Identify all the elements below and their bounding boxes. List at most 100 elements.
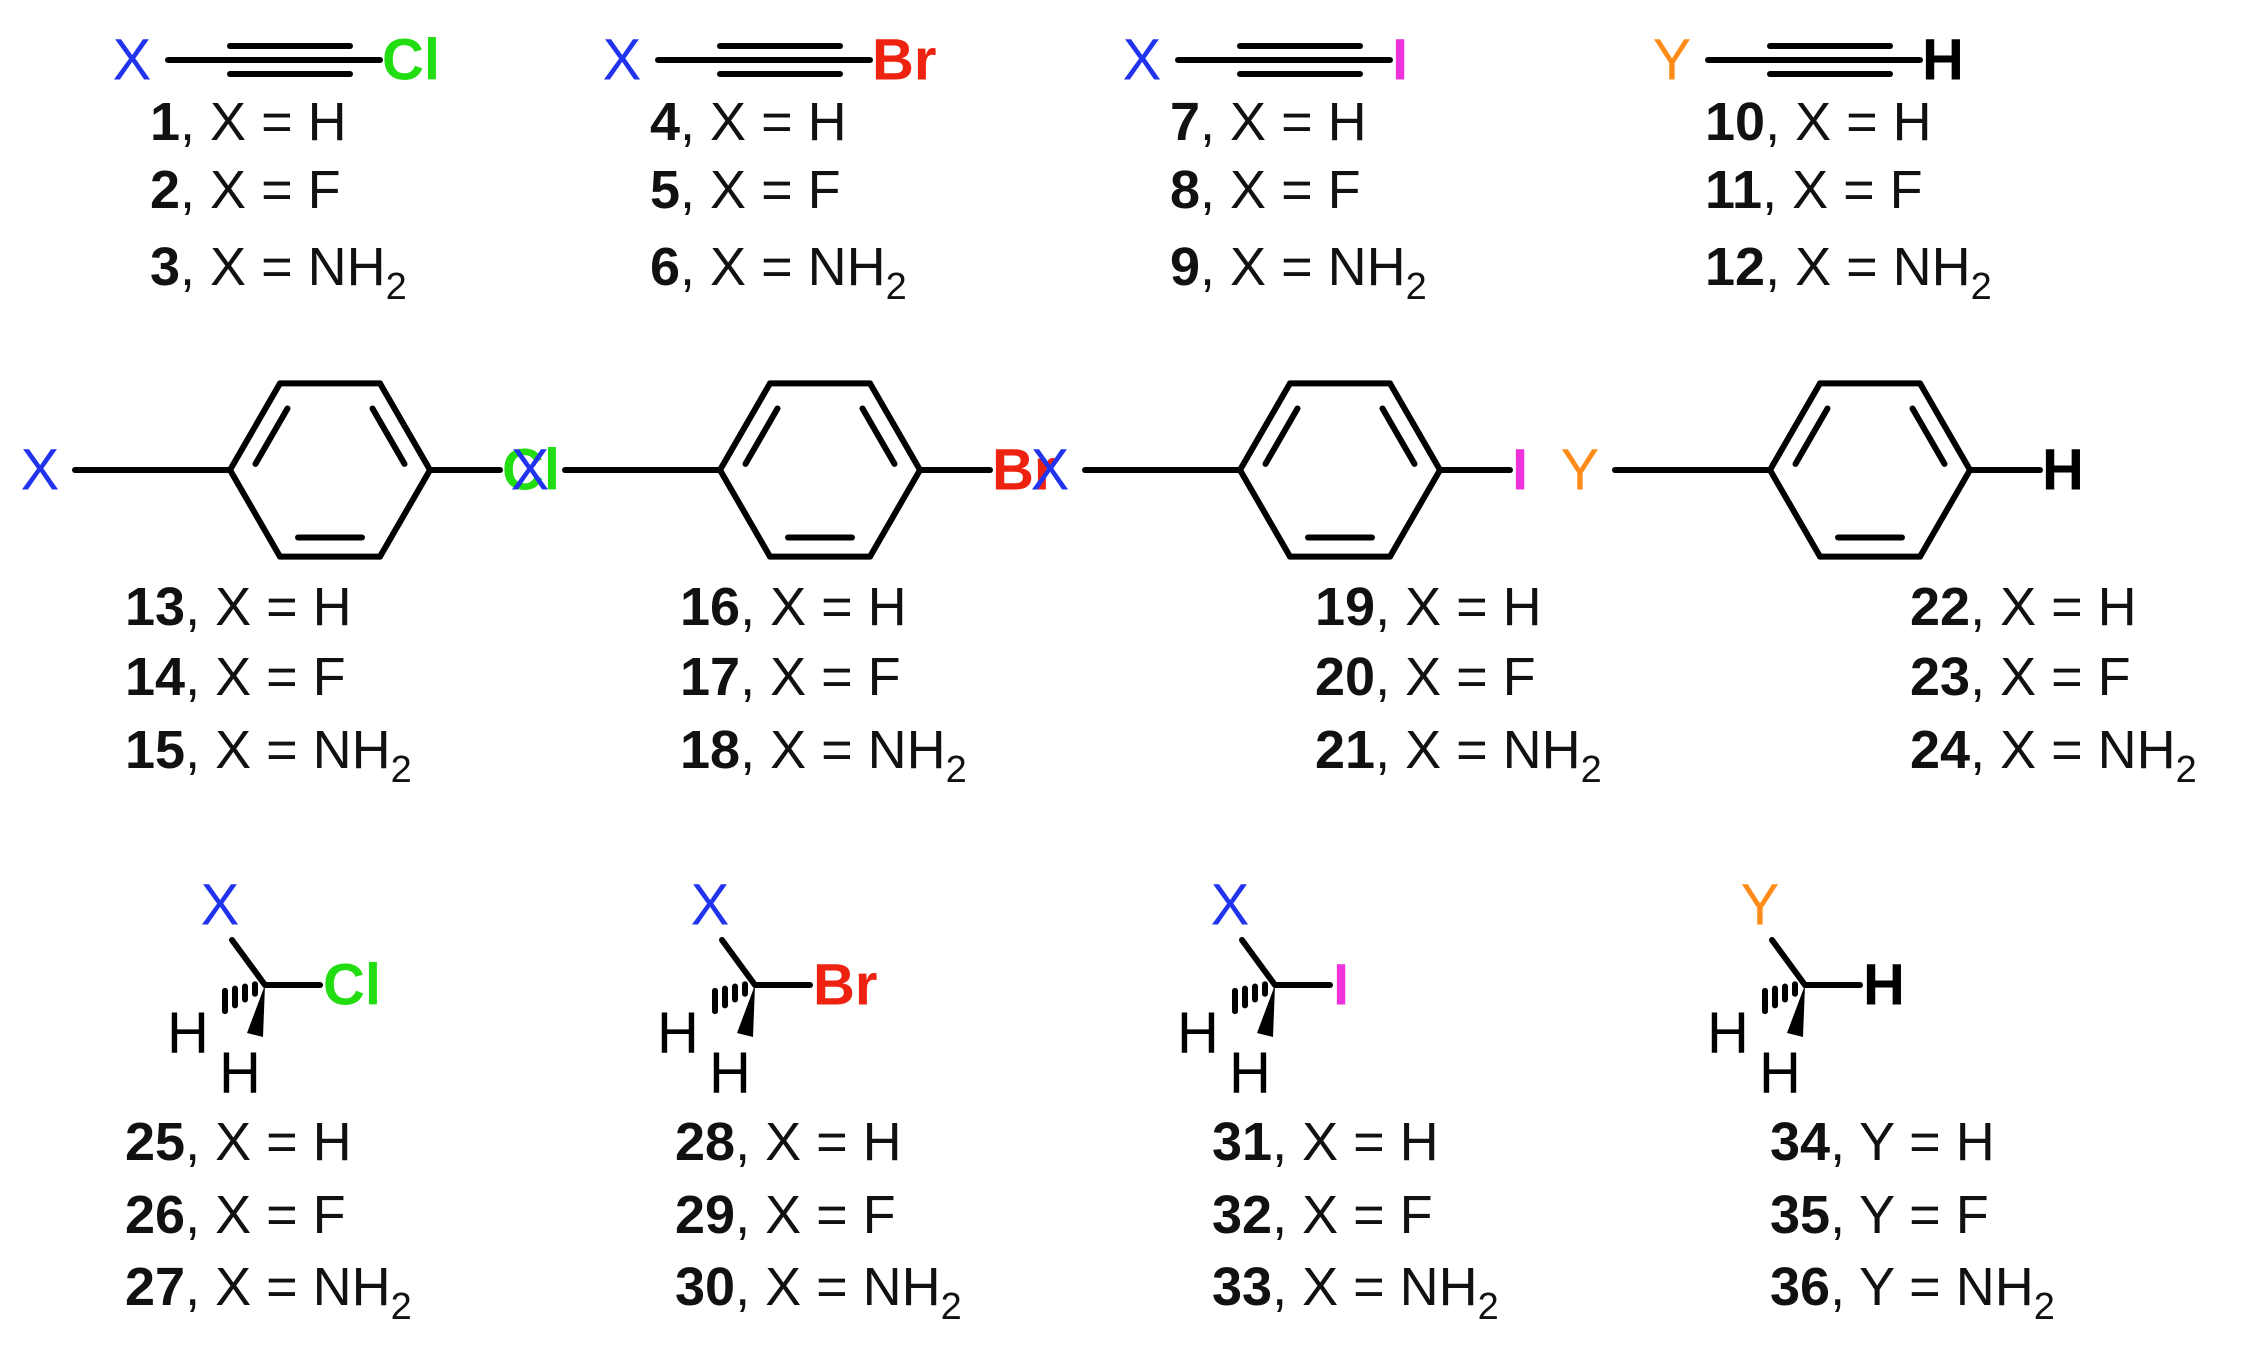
compound-label: 11, X = F [1705, 160, 1923, 220]
hydrogen-atom: H [709, 1041, 751, 1106]
compound-label: 16, X = H [680, 577, 907, 637]
compound-number: 31 [1212, 1112, 1272, 1172]
compound-label: 1, X = H [150, 92, 347, 152]
compound-number: 7 [1170, 92, 1200, 152]
ring-double-bond [742, 405, 781, 467]
compound-substituent: , X = NH [1970, 720, 2176, 780]
compound-substituent: , X = NH [1272, 1257, 1478, 1317]
hydrogen-atom: H [657, 1001, 699, 1066]
subscript: 2 [1406, 266, 1427, 308]
terminal-atom: Br [813, 953, 877, 1018]
compound-substituent: , X = H [1970, 577, 2137, 637]
compound-label: 18, X = NH2 [680, 720, 967, 791]
compound-label: 34, Y = H [1770, 1112, 1995, 1172]
compound-label: 33, X = NH2 [1212, 1257, 1499, 1328]
compound-substituent: , Y = F [1830, 1185, 1989, 1245]
compound-number: 32 [1212, 1185, 1272, 1245]
compound-substituent: , X = F [1970, 647, 2131, 707]
compound-substituent: , X = F [735, 1185, 896, 1245]
ring-bond [227, 467, 283, 560]
substituent-atom: Y [1741, 873, 1780, 938]
compound-label: 35, Y = F [1770, 1185, 1989, 1245]
compound-label: 25, X = H [125, 1112, 352, 1172]
compound-number: 16 [680, 577, 740, 637]
substituent-atom: X [1211, 873, 1250, 938]
subscript: 2 [2034, 1286, 2055, 1328]
compound-number: 2 [150, 160, 180, 220]
compound-substituent: , X = H [185, 1112, 352, 1172]
subscript: 2 [1581, 749, 1602, 791]
ring-bond [1767, 467, 1823, 560]
ring-bond [1237, 380, 1293, 473]
compound-label: 9, X = NH2 [1170, 237, 1427, 308]
compound-label: 29, X = F [675, 1185, 896, 1245]
compound-substituent: , X = F [1375, 647, 1536, 707]
hydrogen-atom: H [1707, 1001, 1749, 1066]
compound-number: 21 [1315, 720, 1375, 780]
compound-number: 36 [1770, 1257, 1830, 1317]
compound-label: 10, X = H [1705, 92, 1932, 152]
compound-substituent: , X = F [185, 647, 346, 707]
substituent-atom: X [1123, 28, 1162, 93]
terminal-atom: I [1392, 28, 1408, 93]
compound-label: 23, X = F [1910, 647, 2131, 707]
ring-bond [377, 380, 433, 473]
compound-substituent: , X = H [740, 577, 907, 637]
hydrogen-atom: H [167, 1001, 209, 1066]
compound-substituent: , X = H [1375, 577, 1542, 637]
ring-bond [1767, 380, 1823, 473]
compound-label: 28, X = H [675, 1112, 902, 1172]
compound-substituent: , X = H [1272, 1112, 1439, 1172]
compound-number: 12 [1705, 237, 1765, 297]
compound-number: 10 [1705, 92, 1765, 152]
compound-number: 9 [1170, 237, 1200, 297]
ring-bond [717, 380, 773, 473]
compound-substituent: , X = F [1272, 1185, 1433, 1245]
compound-label: 8, X = F [1170, 160, 1361, 220]
compound-label: 17, X = F [680, 647, 901, 707]
single-bond [719, 937, 758, 988]
compound-substituent: , X = H [1765, 92, 1932, 152]
substituent-atom: X [603, 28, 642, 93]
compound-number: 5 [650, 160, 680, 220]
compound-label: 24, X = NH2 [1910, 720, 2197, 791]
ring-double-bond [1262, 405, 1301, 467]
wedge-bond [737, 985, 755, 1037]
ring-bond [1917, 467, 1973, 560]
single-bond [1769, 937, 1808, 988]
compound-substituent: , X = NH [1200, 237, 1406, 297]
wedge-bond [1257, 985, 1275, 1037]
compound-substituent: , X = F [740, 647, 901, 707]
subscript: 2 [391, 1286, 412, 1328]
terminal-atom: Br [872, 28, 936, 93]
compound-label: 19, X = H [1315, 577, 1542, 637]
compound-label: 20, X = F [1315, 647, 1536, 707]
compound-substituent: , X = NH [185, 720, 391, 780]
hydrogen-atom: H [1759, 1041, 1801, 1106]
compound-label: 27, X = NH2 [125, 1257, 412, 1328]
compound-number: 3 [150, 237, 180, 297]
terminal-atom: Br [992, 438, 1056, 503]
compound-label: 7, X = H [1170, 92, 1367, 152]
compound-number: 6 [650, 237, 680, 297]
compound-label: 31, X = H [1212, 1112, 1439, 1172]
subscript: 2 [386, 266, 407, 308]
ring-bond [1387, 467, 1443, 560]
compound-number: 27 [125, 1257, 185, 1317]
compound-label: 32, X = F [1212, 1185, 1433, 1245]
compound-number: 28 [675, 1112, 735, 1172]
compound-number: 30 [675, 1257, 735, 1317]
compound-label: 22, X = H [1910, 577, 2137, 637]
compound-label: 14, X = F [125, 647, 346, 707]
substituent-atom: X [21, 438, 60, 503]
compound-substituent: , X = NH [1765, 237, 1971, 297]
compound-substituent: , X = NH [740, 720, 946, 780]
